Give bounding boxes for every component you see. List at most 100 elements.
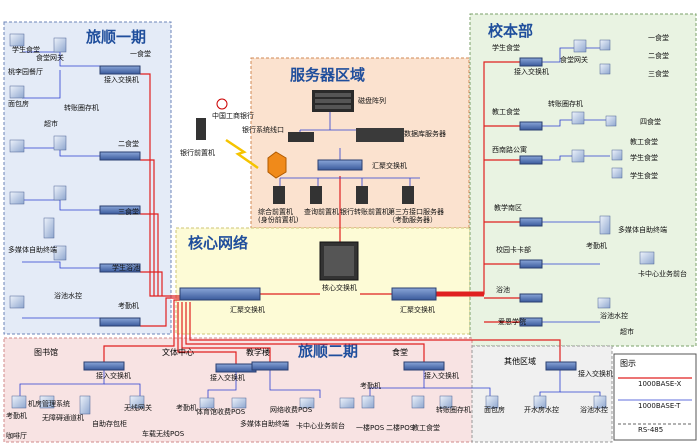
label-l2-cafe: 咖啡厅 <box>6 431 27 440</box>
fiber-links <box>103 61 561 364</box>
label-server-4: 第三方接口服务器（考勤服务器） <box>388 207 444 224</box>
zone-title-other: 其他区域 <box>504 356 536 366</box>
label-l1-canteen3: 三食堂 <box>118 207 139 216</box>
label-l1-bath: 学生浴池 <box>112 263 140 272</box>
label-c-transfer: 转账圈存机 <box>548 99 583 108</box>
label-bank-front: 银行前置机 <box>180 148 215 157</box>
label-c-c1: 一食堂 <box>648 33 669 42</box>
label-l1-access: 接入交换机 <box>104 75 139 84</box>
label-l2-self-pay: 自助存包柜 <box>92 419 127 428</box>
label-c-c2: 二食堂 <box>648 51 669 60</box>
firewall-icon <box>267 151 287 179</box>
label-l2-teaching: 教学楼 <box>246 347 270 357</box>
campus-devices <box>571 39 655 309</box>
label-c-bath: 浴池 <box>496 285 510 294</box>
label-l2-net-pos: 网络收费POS <box>270 405 313 414</box>
label-l1-taoli: 桃李园餐厅 <box>8 67 43 76</box>
label-c-staff-canteen: 教工食堂 <box>492 107 520 116</box>
label-l1-water: 浴池水控 <box>54 291 82 300</box>
label-l1-kiosk: 多媒体自助终端 <box>8 245 57 254</box>
label-l1-supermarket: 超市 <box>44 119 58 128</box>
label-l2-access-2: 接入交换机 <box>210 373 245 382</box>
label-c-card-dept: 校园卡卡部 <box>496 245 531 254</box>
legend-label-rs485: RS-485 <box>638 426 663 434</box>
label-c-aiyin: 爱恩学院 <box>498 317 526 326</box>
legend-label-fiber: 1000BASE-X <box>638 380 681 388</box>
zone-title-lushun1: 旅顺一期 <box>86 28 146 46</box>
label-l2-transfer: 转账圈存机 <box>436 405 471 414</box>
zone-lushun2 <box>3 337 473 443</box>
label-l2-attendance-3: 考勤机 <box>360 381 381 390</box>
label-l2-lib-sys: 机房管理系统 <box>28 399 70 408</box>
label-server-3: 银行转账前置机 <box>340 207 389 216</box>
label-l1-transfer: 转账圈存机 <box>64 103 99 112</box>
label-c-c4: 四食堂 <box>640 117 661 126</box>
label-l2-staff: 教工食堂 <box>412 423 440 432</box>
zone-title-core: 核心网络 <box>188 234 248 252</box>
label-l1-student-canteen: 学生食堂 <box>12 45 40 54</box>
label-l2-access-3: 接入交换机 <box>424 371 459 380</box>
campus-access-switches <box>519 57 543 327</box>
agg-switch-left <box>179 287 261 301</box>
label-l2-attendance-1: 考勤机 <box>6 411 27 420</box>
label-c-card-front: 卡中心业务前台 <box>638 269 687 278</box>
label-l2-card-front: 卡中心业务前台 <box>296 421 345 430</box>
agg-switch-right <box>391 287 437 301</box>
label-l2-sports-pos: 体育馆收费POS <box>196 407 246 416</box>
label-l1-attendance: 考勤机 <box>118 301 139 310</box>
legend-label-copper: 1000BASE-T <box>638 402 681 410</box>
agg-switch-server <box>317 159 363 171</box>
label-l2-bakery: 面包房 <box>484 405 505 414</box>
label-l2-f2: 二楼POS <box>386 423 415 432</box>
db-server-icon <box>288 132 314 142</box>
label-c-gateway: 食堂网关 <box>560 55 588 64</box>
db-server-icon <box>356 128 404 142</box>
label-core-switch: 核心交换机 <box>322 283 357 292</box>
label-o-water2: 浴池水控 <box>580 405 608 414</box>
label-l2-ap: 无线网关 <box>124 403 152 412</box>
label-c-sc2: 学生食堂 <box>630 171 658 180</box>
label-l2-kiosk: 多媒体自助终端 <box>240 419 289 428</box>
label-l1-canteen1: 一食堂 <box>130 49 151 58</box>
legend-title: 图示 <box>620 359 636 368</box>
label-agg-left: 汇聚交换机 <box>230 305 265 314</box>
disk-array-icon <box>312 90 354 112</box>
label-o-access: 接入交换机 <box>578 369 613 378</box>
core-switch-panel <box>324 246 354 276</box>
label-l2-culture: 文体中心 <box>162 347 194 357</box>
label-c-attendance: 考勤机 <box>586 241 607 250</box>
label-l2-car-pos: 车载无线POS <box>142 429 185 438</box>
label-c-xinan: 西南路公寓 <box>492 145 527 154</box>
lushun2-access-switches <box>83 361 577 373</box>
label-l2-gate: 无障碍通道机 <box>42 413 84 422</box>
label-agg-right: 汇聚交换机 <box>400 305 435 314</box>
label-c-access: 接入交换机 <box>514 67 549 76</box>
label-c-teach-south: 教学南区 <box>494 203 522 212</box>
wan-link-bolt <box>225 138 259 170</box>
label-c-c3: 三食堂 <box>648 69 669 78</box>
label-db: 数据库服务器 <box>404 129 446 138</box>
label-c-staff: 教工食堂 <box>630 137 658 146</box>
zone-title-lushun2: 旅顺二期 <box>298 342 358 360</box>
label-l2-canteen: 食堂 <box>392 347 408 357</box>
label-disk: 磁盘阵列 <box>358 96 386 105</box>
label-server-2: 查询前置机 <box>304 207 339 216</box>
label-server-1: 综合前置机(身份前置机) <box>258 207 299 224</box>
label-l2-attendance-2: 考勤机 <box>176 403 197 412</box>
lushun1-devices <box>9 33 67 309</box>
lushun1-access-switches <box>99 65 141 327</box>
bank-server-icon <box>196 118 206 140</box>
label-l2-library: 图书馆 <box>34 347 58 357</box>
label-bank-logo: 中国工商银行 <box>212 111 254 120</box>
zone-other <box>471 345 613 443</box>
label-c-student-canteen: 学生食堂 <box>492 43 520 52</box>
label-c-sc1: 学生食堂 <box>630 153 658 162</box>
label-c-water: 浴池水控 <box>600 311 628 320</box>
front-servers <box>273 186 414 204</box>
zone-title-campus: 校本部 <box>488 22 533 40</box>
label-bank-line: 银行系统线口 <box>242 125 284 134</box>
label-l1-bakery: 面包房 <box>8 99 29 108</box>
label-l1-gateway: 食堂网关 <box>36 53 64 62</box>
